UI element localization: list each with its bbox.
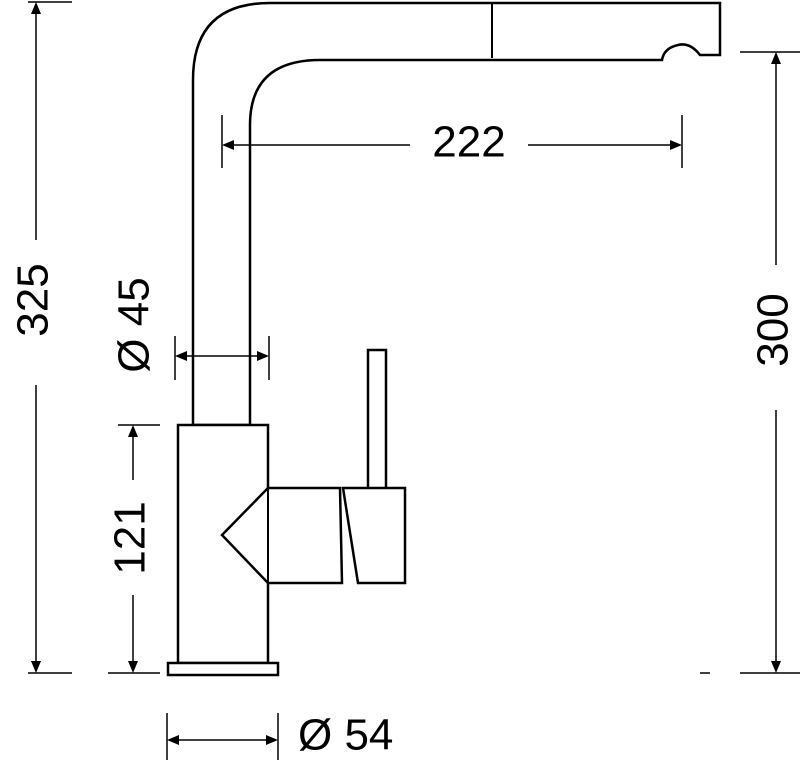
base-diameter-label: Ø 54 <box>298 711 393 760</box>
body-height-label: 121 <box>106 501 155 574</box>
dimension-spout-diameter: Ø 45 <box>110 277 270 380</box>
total-height-label: 325 <box>9 263 58 336</box>
faucet-base-plate <box>166 661 280 677</box>
lever-block-rear <box>341 486 407 585</box>
faucet-outline <box>166 1 722 677</box>
dimension-spout-height: 300 <box>700 51 800 674</box>
spout-reach-label: 222 <box>432 118 505 167</box>
spout-diameter-label: Ø 45 <box>110 277 159 372</box>
dimension-spout-reach: 222 <box>221 115 683 168</box>
spout-height-label: 300 <box>749 293 798 366</box>
dimension-base-diameter: Ø 54 <box>166 711 393 760</box>
dimension-body-height: 121 <box>106 424 160 674</box>
dimension-total-height: 325 <box>9 1 72 674</box>
handle-lever <box>366 348 388 492</box>
spout-tube <box>191 1 722 427</box>
lever-block <box>220 486 344 585</box>
